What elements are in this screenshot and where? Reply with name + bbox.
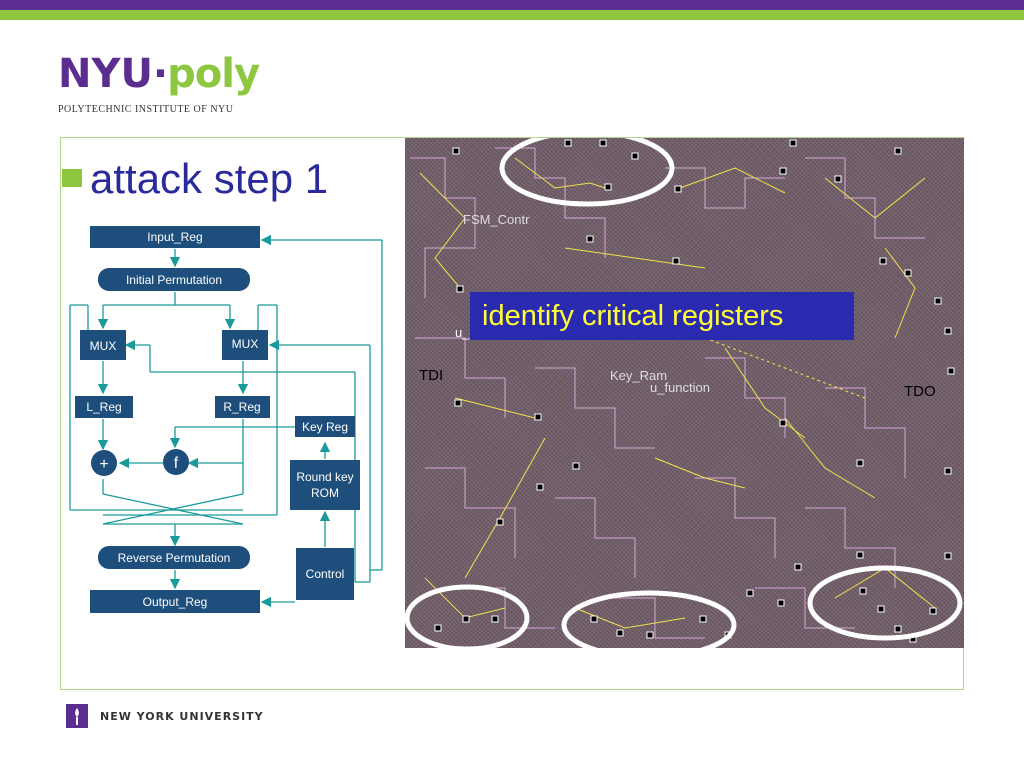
- callout-identify-critical-registers: identify critical registers: [470, 292, 854, 340]
- xor-node: +: [91, 450, 117, 476]
- xor-label: +: [99, 456, 108, 473]
- output-reg-box: Output_Reg: [90, 590, 260, 613]
- des-block-diagram: Input_Reg Initial Permutation MUX MUX L_…: [69, 226, 383, 613]
- key-reg-label: Key Reg: [302, 420, 348, 434]
- u-function-label: u_function: [650, 380, 710, 395]
- top-purple-stripe: [0, 0, 1024, 10]
- tdo-label: TDO: [904, 383, 936, 400]
- mux-left-box: MUX: [80, 330, 126, 360]
- round-key-rom-box: Round key ROM: [290, 460, 360, 510]
- f-function-node: f: [163, 449, 189, 475]
- input-reg-box: Input_Reg: [90, 226, 260, 248]
- round-key-rom-label-1: Round key: [296, 470, 353, 484]
- chip-layout-image: FSM_Contr u_ Key_Ram u_function TDI TDO: [405, 138, 964, 648]
- r-reg-label: R_Reg: [223, 400, 260, 414]
- chip-layout-wiring: [405, 138, 963, 648]
- initial-permutation-label: Initial Permutation: [126, 273, 222, 287]
- reverse-permutation-box: Reverse Permutation: [98, 546, 250, 569]
- key-reg-box: Key Reg: [295, 416, 355, 437]
- footer-university-name: NEW YORK UNIVERSITY: [100, 710, 264, 723]
- logo-dot: ·: [152, 51, 168, 97]
- nyu-poly-logo: NYU·poly POLYTECHNIC INSTITUTE OF NYU: [58, 51, 260, 115]
- l-reg-box: L_Reg: [75, 396, 133, 418]
- logo-subtitle: POLYTECHNIC INSTITUTE OF NYU: [58, 104, 234, 115]
- tdi-label: TDI: [419, 367, 444, 384]
- nyu-torch-icon: [66, 704, 88, 728]
- fsm-control-label: FSM_Contr: [463, 212, 530, 227]
- logo-nyu: NYU: [58, 51, 153, 97]
- reverse-permutation-label: Reverse Permutation: [118, 551, 231, 565]
- f-function-label: f: [174, 455, 179, 472]
- top-green-stripe: [0, 10, 1024, 20]
- round-key-rom-label-2: ROM: [311, 486, 339, 500]
- mux-right-box: MUX: [222, 330, 268, 360]
- key-ram-label: Key_Ram: [610, 368, 668, 383]
- top-color-bar: [0, 0, 1024, 20]
- title-bullet: [62, 169, 82, 187]
- input-reg-label: Input_Reg: [147, 230, 202, 244]
- l-reg-label: L_Reg: [86, 400, 121, 414]
- slide-title: attack step 1: [90, 155, 329, 202]
- r-reg-box: R_Reg: [215, 396, 270, 418]
- mux-right-label: MUX: [232, 337, 259, 351]
- mux-left-label: MUX: [90, 339, 117, 353]
- control-box: Control: [296, 548, 354, 600]
- control-label: Control: [306, 567, 345, 581]
- initial-permutation-box: Initial Permutation: [98, 268, 250, 291]
- u-label: u_: [455, 325, 470, 340]
- logo-poly: poly: [167, 51, 260, 97]
- logo-wordmark: NYU·poly: [58, 51, 260, 97]
- output-reg-label: Output_Reg: [143, 595, 208, 609]
